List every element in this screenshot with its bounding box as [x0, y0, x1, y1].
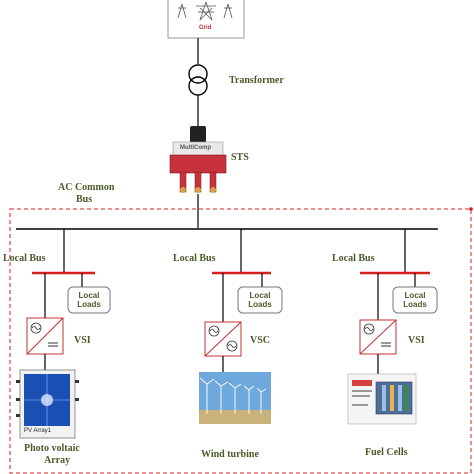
pv-source-label-line2: Array	[44, 455, 71, 466]
local-loads-box-2	[237, 286, 283, 314]
transformer-icon	[188, 64, 208, 96]
local-bus-label-3: Local Bus	[332, 253, 375, 264]
fuel-source-label: Fuel Cells	[365, 447, 408, 458]
branch-3	[347, 229, 438, 425]
local-loads-box-1	[67, 286, 111, 314]
local-loads-2-line2: Loads	[248, 300, 272, 309]
local-loads-1: Local Loads	[68, 291, 110, 309]
local-loads-3-line2: Loads	[403, 300, 427, 309]
transformer-label: Transformer	[229, 75, 284, 86]
local-loads-2-line1: Local	[249, 291, 271, 300]
branch-2	[199, 229, 283, 424]
local-loads-2: Local Loads	[238, 291, 282, 309]
wind-source-label: Wind turbine	[201, 449, 259, 460]
pv-source-label: Photo voltaic	[24, 443, 80, 454]
local-loads-box-3	[392, 286, 438, 314]
pv-device-caption: PV Array1	[24, 428, 52, 434]
fuel-cell-image	[347, 373, 417, 425]
local-loads-3-line1: Local	[404, 291, 426, 300]
sts-device-text: MultiComp	[180, 145, 211, 151]
local-loads-1-line1: Local	[78, 291, 100, 300]
wind-turbine-image	[199, 372, 271, 424]
vsc-label: VSC	[250, 335, 271, 346]
sts-switch-icon	[169, 126, 227, 193]
ac-bus-label-line2: Bus	[76, 194, 93, 205]
grid-block	[167, 0, 245, 39]
ac-bus-label-line1: AC Common	[58, 182, 115, 193]
local-loads-3: Local Loads	[393, 291, 437, 309]
branch-1	[16, 229, 111, 439]
local-bus-label-1: Local Bus	[3, 253, 46, 264]
local-loads-1-line2: Loads	[77, 300, 101, 309]
vsi-label-2: VSI	[408, 335, 425, 346]
grid-tower-icon	[177, 1, 233, 21]
grid-label: Grid	[199, 25, 212, 31]
vsi-label-1: VSI	[74, 335, 91, 346]
ac-bus-boundary	[9, 208, 472, 474]
local-bus-label-2: Local Bus	[173, 253, 216, 264]
sts-label: STS	[231, 152, 249, 163]
